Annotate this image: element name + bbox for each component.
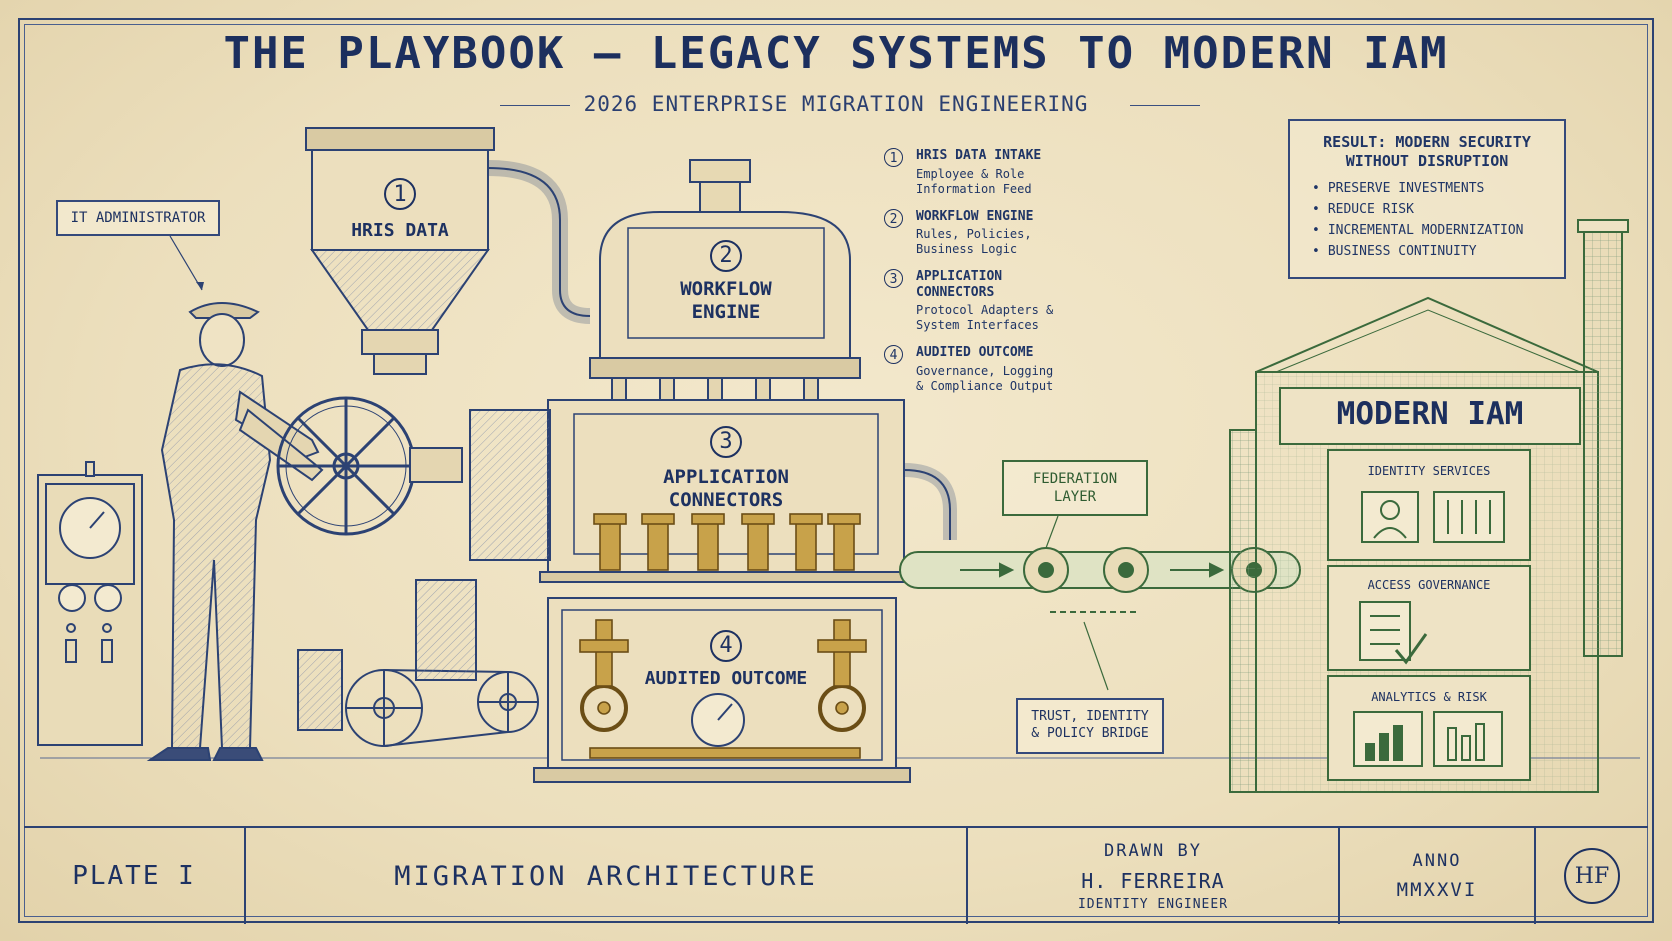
legend-desc-line: & Compliance Output [916, 378, 1054, 393]
legend-desc: Rules, Policies, Business Logic [916, 227, 1094, 257]
connectors-label-line1: APPLICATION [663, 466, 789, 488]
trust-bridge-line2: & POLICY BRIDGE [1031, 726, 1149, 741]
drawing-name: MIGRATION ARCHITECTURE [394, 860, 818, 892]
federation-pointer [1045, 515, 1059, 549]
legend-desc-line: System Interfaces [916, 318, 1039, 333]
drawn-by-role: IDENTITY ENGINEER [1077, 896, 1229, 912]
legend-desc-line: Employee & Role [916, 166, 1025, 181]
trust-bridge-line1: TRUST, IDENTITY [1031, 709, 1149, 725]
panel-access-governance: ACCESS GOVERNANCE [1367, 578, 1491, 592]
result-item: BUSINESS CONTINUITY [1312, 244, 1550, 259]
pulley-gears [297, 579, 539, 747]
hand-wheel [276, 396, 463, 536]
connectors-label-line2: CONNECTORS [668, 488, 784, 511]
federation-line2: LAYER [1053, 489, 1097, 505]
legend-number: 2 [884, 208, 903, 228]
legend-desc-line: Governance, Logging [916, 363, 1054, 378]
anno-label: ANNO [1412, 851, 1462, 871]
legend-item: 1 HRIS DATA INTAKE Employee & Role Infor… [884, 148, 1094, 197]
panel-analytics-risk: ANALYTICS & RISK [1371, 690, 1487, 704]
legend-desc: Protocol Adapters & System Interfaces [916, 303, 1094, 333]
engine-tank [589, 159, 861, 401]
anno-cell: ANNO MMXXVI [1340, 828, 1536, 924]
brass-valve-assemblies [579, 619, 867, 759]
stage-legend: 1 HRIS DATA INTAKE Employee & Role Infor… [884, 148, 1094, 406]
legend-title-line: APPLICATION [916, 269, 1003, 285]
legend-title: AUDITED OUTCOME [916, 345, 1034, 361]
engine-number: 2 [719, 243, 733, 268]
outer-frame [18, 18, 1654, 923]
legend-desc-line: Rules, Policies, [916, 227, 1032, 242]
modern-iam-title: MODERN IAM [1336, 396, 1524, 432]
drawing-name-cell: MIGRATION ARCHITECTURE [246, 828, 968, 924]
legend-desc-line: Protocol Adapters & [916, 303, 1054, 318]
legend-title-line: CONNECTORS [916, 284, 995, 300]
result-heading-line2: WITHOUT DISRUPTION [1345, 151, 1509, 170]
legend-item: 4 AUDITED OUTCOME Governance, Logging & … [884, 345, 1094, 394]
anno-year: MMXXVI [1396, 879, 1478, 901]
legend-title: WORKFLOW ENGINE [916, 208, 1034, 224]
subtitle-rule-right [1130, 105, 1200, 106]
result-list: PRESERVE INVESTMENTS REDUCE RISK INCREME… [1304, 181, 1550, 259]
result-item: INCREMENTAL MODERNIZATION [1312, 223, 1550, 238]
plate-number-cell: PLATE I [24, 828, 246, 924]
outcome-label: AUDITED OUTCOME [644, 668, 808, 689]
trust-pointer [1083, 621, 1109, 691]
title-block: PLATE I MIGRATION ARCHITECTURE DRAWN BY … [24, 826, 1648, 924]
monogram-seal: HF [1564, 848, 1620, 904]
trust-bridge-label: TRUST, IDENTITY & POLICY BRIDGE [1016, 698, 1164, 754]
result-item: PRESERVE INVESTMENTS [1312, 181, 1550, 196]
brass-valves [593, 513, 861, 571]
admin-pointer [169, 235, 203, 291]
result-item: REDUCE RISK [1312, 202, 1550, 217]
plate-title: THE PLAYBOOK — LEGACY SYSTEMS TO MODERN … [223, 28, 1449, 79]
connectors-number: 3 [719, 429, 733, 454]
plate-number: PLATE I [72, 861, 196, 891]
subtitle-rule-left [500, 105, 570, 106]
legend-desc: Governance, Logging & Compliance Output [916, 364, 1094, 394]
connectors-label: APPLICATION CONNECTORS [616, 466, 836, 512]
legend-desc-line: Information Feed [916, 181, 1032, 196]
drawn-by-name: H. FERREIRA [1081, 868, 1225, 893]
engine-label-line1: WORKFLOW [680, 278, 772, 300]
outcome-number: 4 [719, 633, 733, 658]
result-heading-line1: RESULT: MODERN SECURITY [1323, 133, 1531, 151]
gauge-cabinet [37, 461, 143, 746]
operator-figure [146, 302, 324, 761]
legend-number: 3 [884, 269, 903, 289]
result-box: RESULT: MODERN SECURITY WITHOUT DISRUPTI… [1288, 119, 1566, 279]
panel-identity-services: IDENTITY SERVICES [1367, 464, 1491, 478]
legend-item: 2 WORKFLOW ENGINE Rules, Policies, Busin… [884, 208, 1094, 258]
monogram-cell: HF [1536, 828, 1648, 924]
stage-number-rings [384, 178, 742, 662]
drawn-by-cell: DRAWN BY H. FERREIRA IDENTITY ENGINEER [968, 828, 1340, 924]
inner-frame [24, 24, 1648, 917]
drawn-by-label: DRAWN BY [1104, 840, 1202, 861]
result-heading: RESULT: MODERN SECURITY WITHOUT DISRUPTI… [1304, 133, 1550, 171]
federation-line1: FEDERATION [1032, 470, 1118, 487]
iam-building [1229, 219, 1629, 793]
federation-layer-label: FEDERATION LAYER [1002, 460, 1148, 516]
plate-subtitle: 2026 ENTERPRISE MIGRATION ENGINEERING [583, 92, 1089, 116]
legend-desc-line: Business Logic [916, 242, 1018, 257]
legend-number: 4 [884, 345, 903, 365]
legend-item: 3 APPLICATION CONNECTORS Protocol Adapte… [884, 269, 1094, 333]
hopper-number: 1 [393, 182, 407, 207]
legend-number: 1 [884, 148, 903, 167]
legend-title: APPLICATION CONNECTORS [916, 269, 1094, 300]
it-administrator-label: IT ADMINISTRATOR [56, 200, 220, 236]
engine-label-line2: ENGINE [691, 300, 761, 323]
engine-label: WORKFLOW ENGINE [636, 278, 816, 324]
hopper-label: HRIS DATA [351, 220, 449, 241]
legend-desc: Employee & Role Information Feed [916, 167, 1094, 197]
hopper [305, 127, 591, 375]
legend-title: HRIS DATA INTAKE [916, 148, 1042, 163]
